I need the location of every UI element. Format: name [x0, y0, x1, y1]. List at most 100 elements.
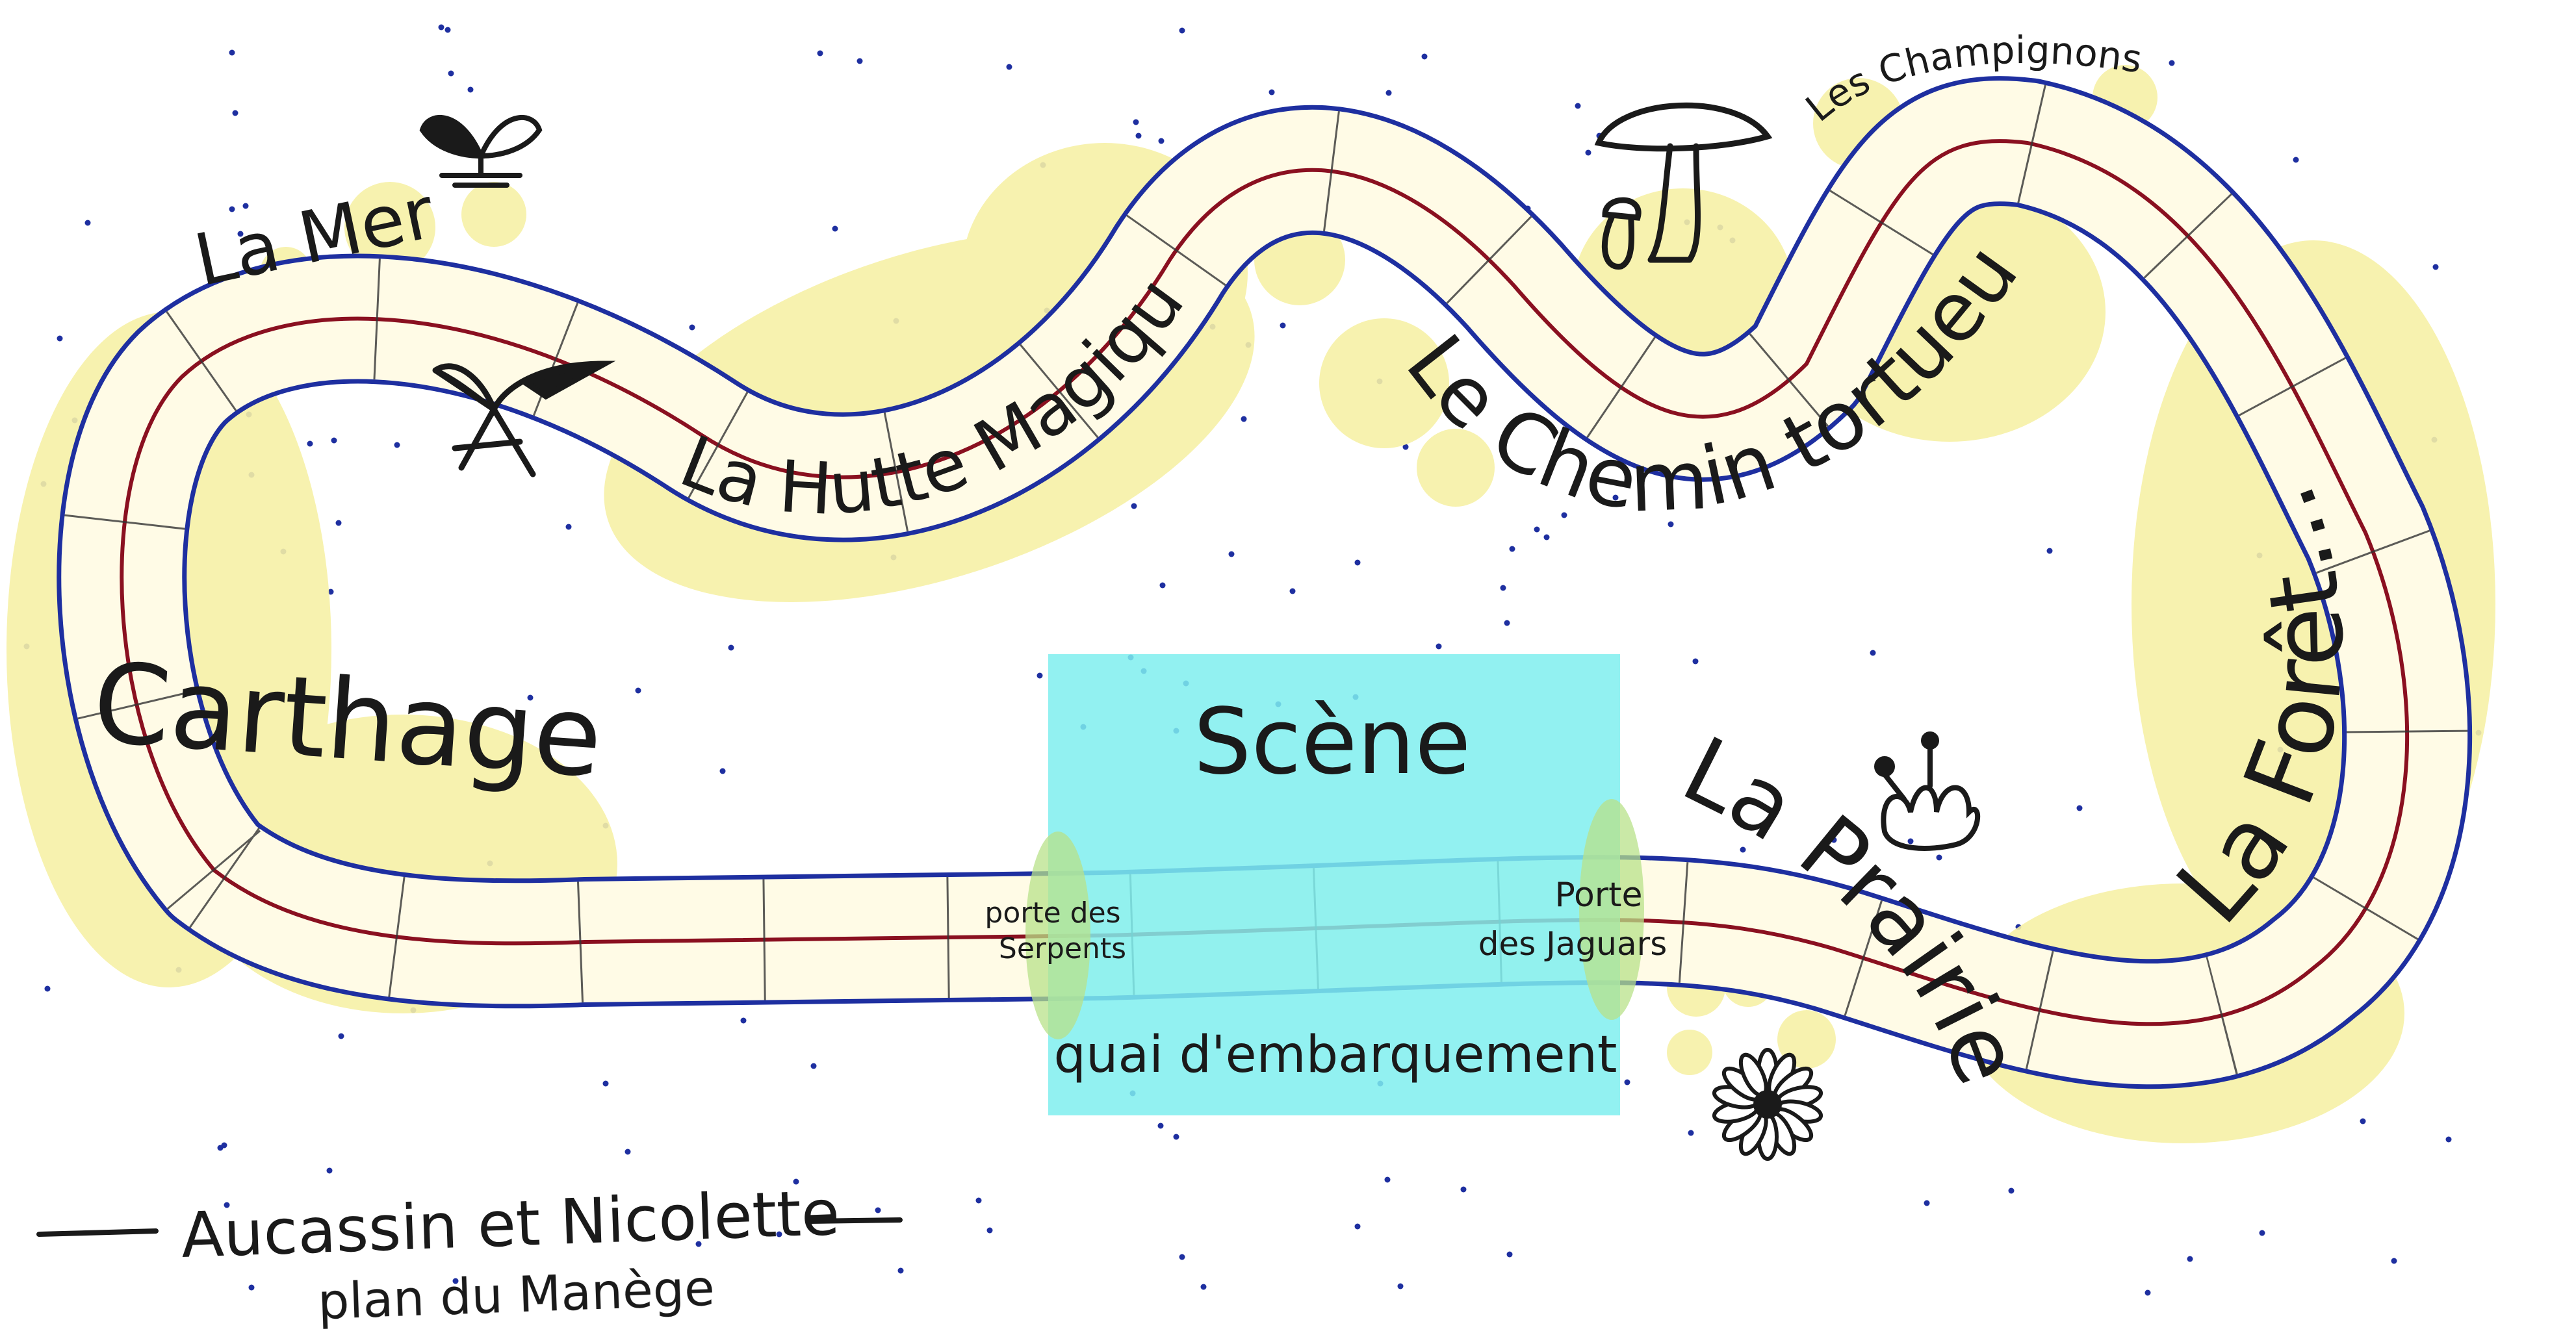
crown-flower-icon	[1874, 731, 1981, 851]
background-dot	[229, 49, 235, 56]
background-dot	[2046, 548, 2053, 554]
background-dot	[2008, 1187, 2015, 1194]
background-dot	[1504, 620, 1510, 626]
background-dot	[810, 1063, 817, 1069]
background-dot	[1200, 1284, 1207, 1290]
background-dot	[467, 86, 474, 93]
background-dot	[44, 985, 51, 992]
background-dot	[719, 768, 726, 774]
background-dot	[242, 203, 249, 209]
background-dot	[1135, 133, 1142, 139]
background-dot	[338, 1033, 344, 1039]
stage-label: Scène	[1194, 689, 1471, 795]
bird-icon	[432, 361, 616, 477]
background-dot	[1354, 1223, 1361, 1230]
background-dot	[1460, 1186, 1467, 1193]
background-dot	[875, 1207, 881, 1213]
background-dot	[326, 1167, 333, 1174]
background-dot	[740, 1017, 747, 1024]
gate-jaguars-line1: Porte	[1554, 876, 1642, 915]
background-dot	[1907, 838, 1914, 844]
background-dot	[1397, 1283, 1404, 1289]
background-dot	[1006, 64, 1012, 70]
background-dot	[1668, 521, 1674, 527]
background-dot	[335, 520, 342, 526]
background-dot	[217, 1145, 224, 1151]
stage-rectangle	[1048, 654, 1620, 1115]
background-dot	[1179, 27, 1185, 34]
background-dot	[1870, 650, 1876, 656]
background-dot	[1173, 1134, 1179, 1140]
background-dot	[2432, 264, 2439, 270]
background-dot	[57, 335, 63, 342]
background-dot	[565, 524, 572, 530]
background-dot	[1280, 322, 1286, 329]
background-dot	[527, 694, 534, 701]
background-dot	[1624, 1079, 1630, 1085]
background-dot	[237, 231, 244, 237]
background-dot	[897, 1267, 904, 1274]
background-dot	[2391, 1258, 2397, 1264]
background-dot	[635, 687, 641, 694]
background-dot	[1133, 119, 1139, 125]
gate-jaguars-glow	[1579, 799, 1644, 1020]
background-dot	[248, 1284, 255, 1291]
background-dot	[986, 1227, 993, 1234]
gate-serpents-line1: porte des	[985, 896, 1120, 930]
background-dot	[394, 442, 400, 448]
background-dot	[1688, 1130, 1694, 1136]
zone-glow-prairie-dot-4	[1667, 1030, 1712, 1075]
gate-jaguars-line2: des Jaguars	[1478, 925, 1668, 963]
butterfly-icon	[419, 114, 543, 188]
zone-glow-mer-2	[461, 182, 526, 247]
background-dot	[1612, 494, 1619, 501]
background-dot	[229, 206, 235, 212]
background-dot	[1575, 103, 1581, 109]
background-dot	[1385, 90, 1392, 96]
zone-glow-chemin-3	[1417, 429, 1495, 507]
background-dot	[728, 644, 734, 651]
title-rule-right	[806, 1217, 903, 1224]
background-dot	[1509, 546, 1515, 552]
background-dot	[975, 1197, 982, 1204]
background-dot	[2293, 157, 2299, 163]
background-dot	[1384, 1176, 1391, 1183]
background-dot	[1269, 89, 1275, 95]
background-dot	[1936, 854, 1942, 861]
background-dot	[444, 27, 451, 33]
background-dot	[232, 110, 238, 116]
background-dot	[1500, 585, 1506, 591]
title-rule-left	[36, 1228, 159, 1237]
zone-glow-chemin	[1319, 318, 1449, 448]
background-dot	[448, 70, 454, 77]
background-dot	[817, 50, 823, 57]
background-dot	[793, 1178, 799, 1185]
gate-serpents-line2: Serpents	[999, 932, 1126, 965]
background-dot	[1037, 672, 1043, 679]
background-dot	[832, 225, 838, 232]
background-dot	[1561, 512, 1567, 518]
background-dot	[1289, 588, 1296, 594]
gate-serpents-glow	[1025, 832, 1090, 1039]
background-dot	[331, 437, 337, 444]
background-dot	[1158, 138, 1165, 144]
background-dot	[695, 1241, 702, 1247]
background-dot	[2259, 1230, 2265, 1236]
background-dot	[1421, 53, 1428, 60]
background-dot	[1402, 444, 1409, 450]
background-dot	[452, 1278, 459, 1284]
background-dot	[2076, 805, 2083, 811]
background-dot	[1692, 658, 1699, 665]
background-dot	[1354, 559, 1361, 566]
background-dot	[2169, 60, 2175, 66]
zone-glow-mer	[344, 182, 435, 273]
background-dot	[1179, 1254, 1185, 1260]
background-dot	[689, 324, 695, 331]
background-dot	[224, 1202, 230, 1208]
background-dot	[1436, 643, 1442, 650]
background-dot	[1131, 503, 1137, 509]
background-dot	[307, 440, 313, 447]
background-dot	[1159, 582, 1166, 589]
background-dot	[1740, 846, 1746, 853]
